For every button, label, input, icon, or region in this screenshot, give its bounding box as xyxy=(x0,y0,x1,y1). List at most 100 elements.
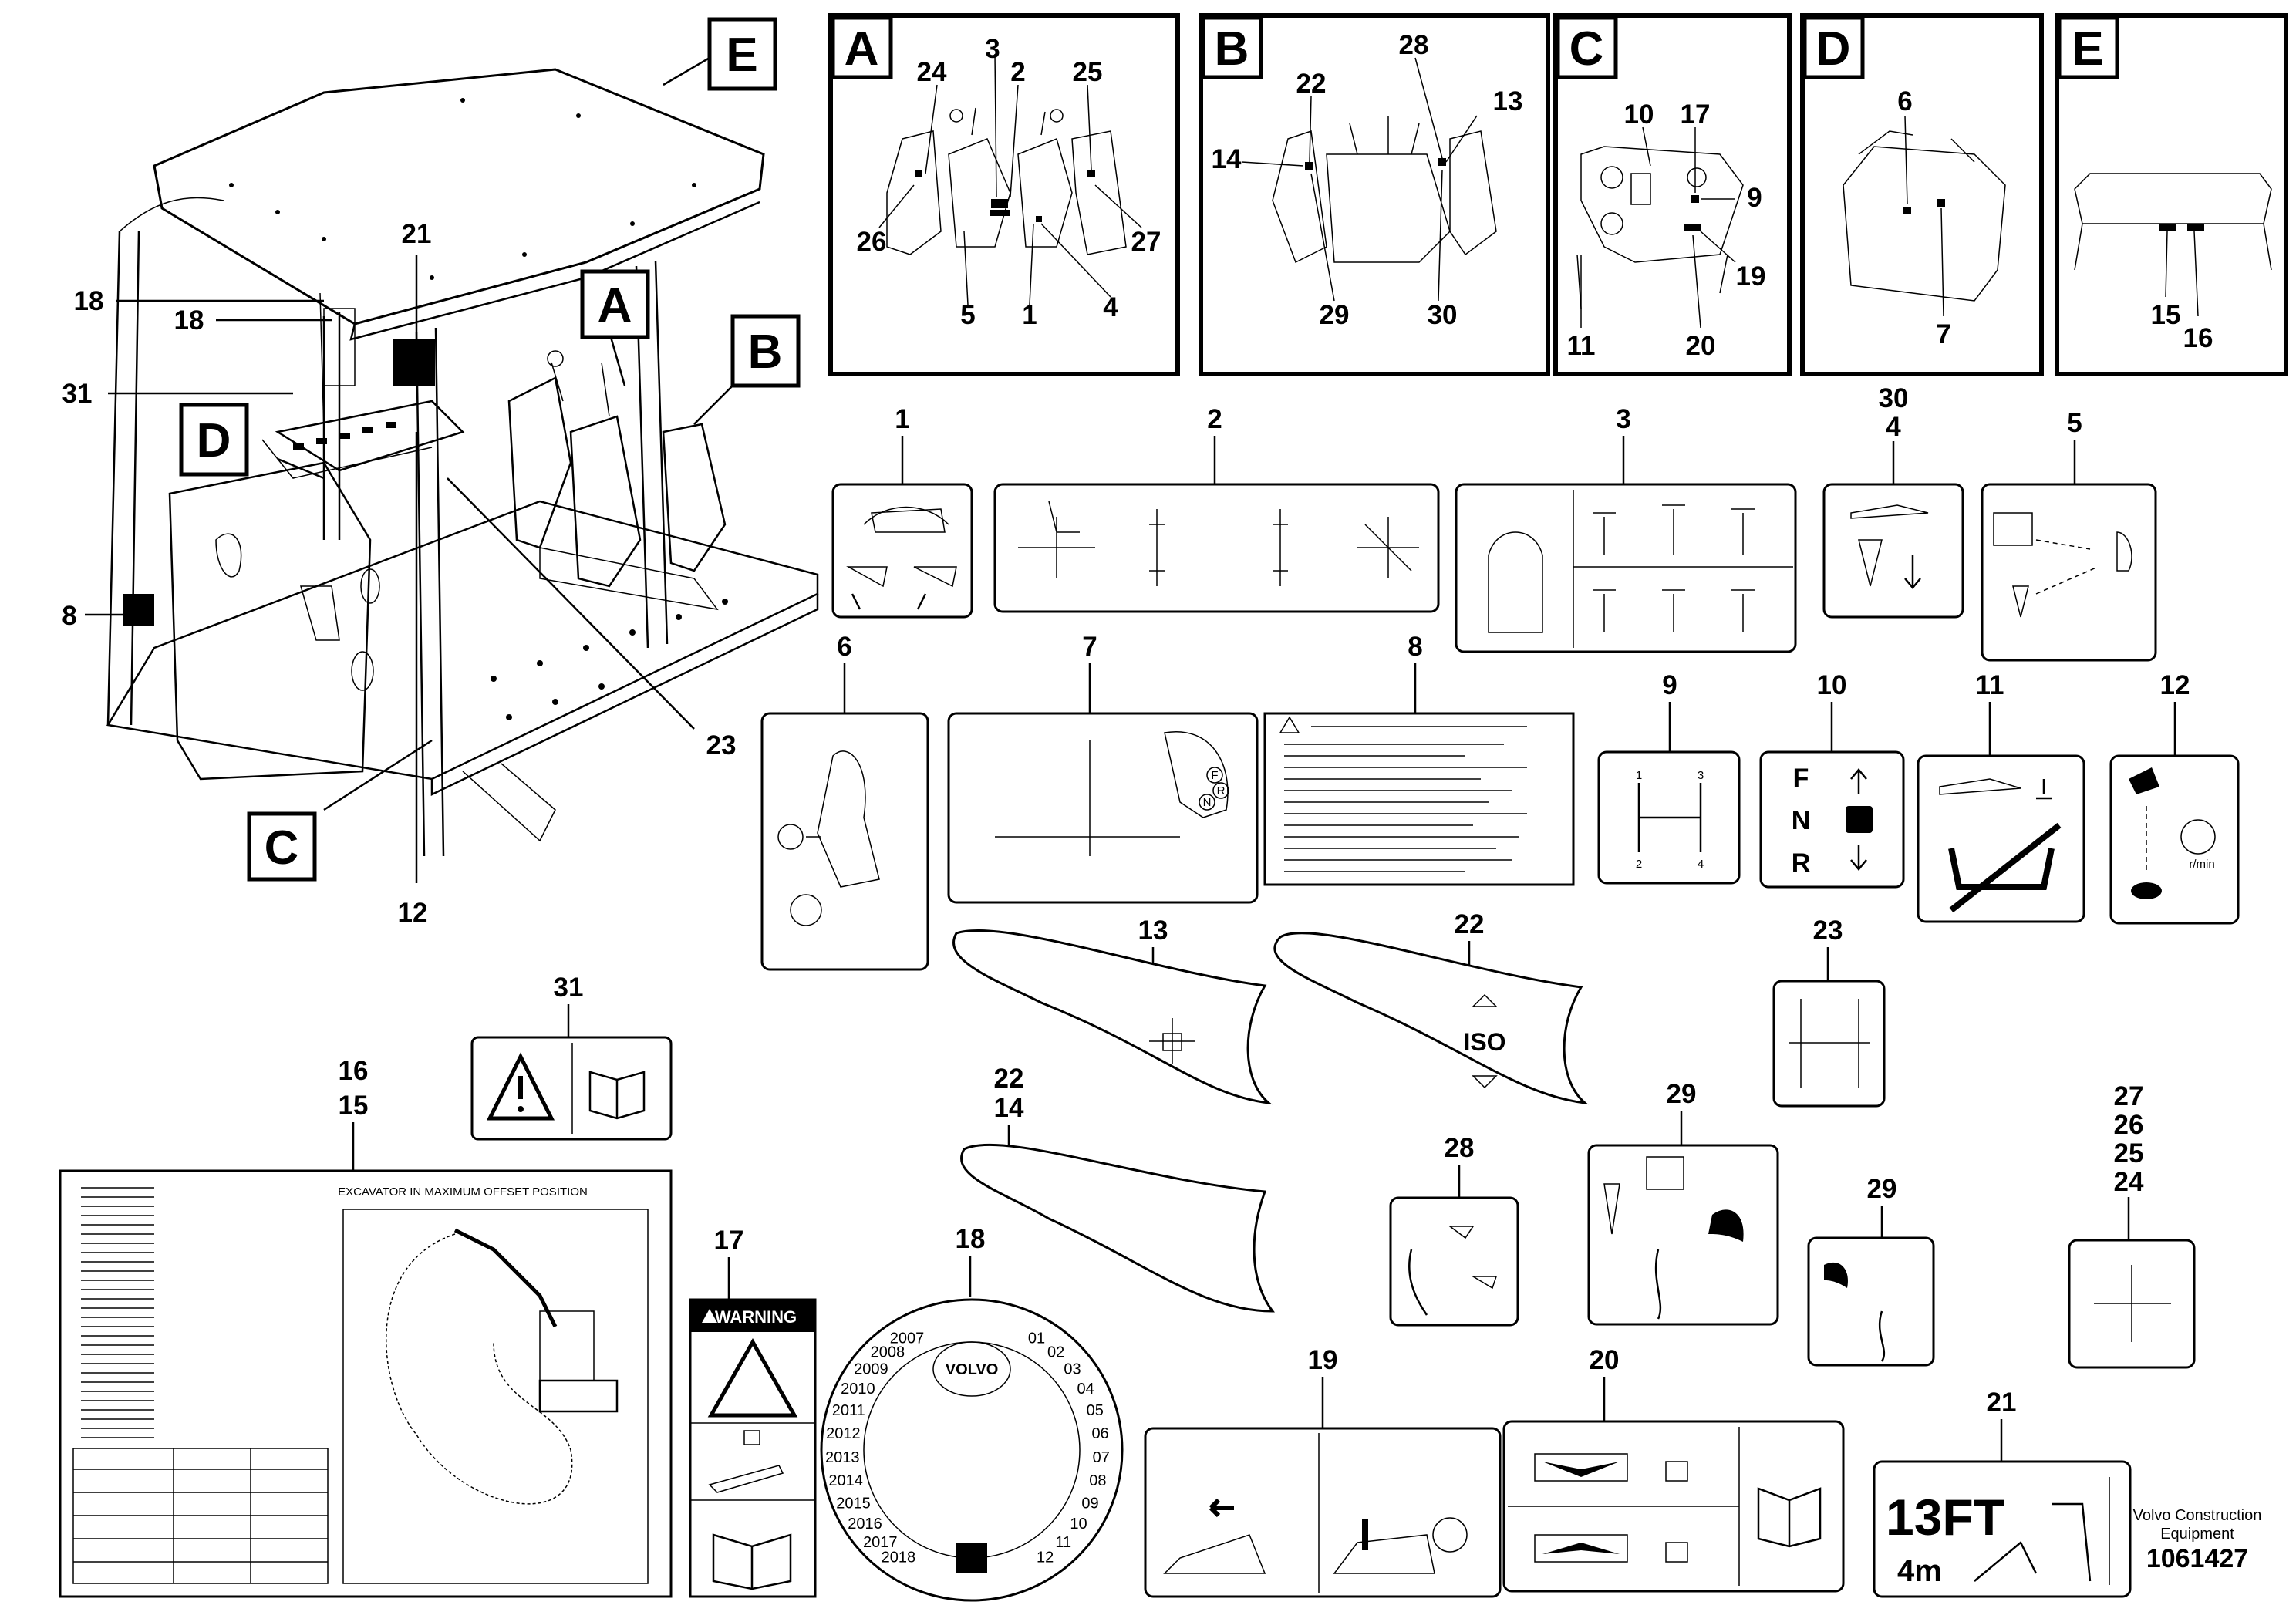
detail-view-d: D 6 7 xyxy=(1800,13,2044,376)
decal-13: 13 xyxy=(952,916,1273,1105)
view-c-callout-10: 10 xyxy=(1624,99,1654,130)
footer-part-number: 1061427 xyxy=(2146,1544,2249,1573)
decal-3: 3 xyxy=(1455,404,1797,653)
decal-3-number: 3 xyxy=(1616,404,1630,434)
decal-15-16: 16 15 EXCAVATOR IN MAXIMUM OFFSET POSITI… xyxy=(59,1056,673,1598)
detail-view-b: B 22 28 13 14 29 30 xyxy=(1199,13,1550,376)
decal-26-number: 26 xyxy=(2114,1110,2144,1140)
decal-13-number: 13 xyxy=(1138,916,1168,946)
view-a-letter: A xyxy=(845,22,879,76)
view-label-c-cab: C xyxy=(265,821,299,875)
decal-14-22-number-a: 22 xyxy=(994,1064,1024,1094)
decal-31-number: 31 xyxy=(554,973,584,1003)
decal-21-number: 21 xyxy=(1987,1388,2017,1418)
decal-18-year-2013: 2013 xyxy=(825,1449,860,1466)
view-c-callout-11: 11 xyxy=(1567,331,1596,361)
cab-callout-31: 31 xyxy=(62,379,93,409)
decal-6: 6 xyxy=(760,632,929,971)
view-b-callout-30: 30 xyxy=(1428,300,1458,330)
decal-18-month-05: 05 xyxy=(1087,1402,1104,1419)
decal-22-number: 22 xyxy=(1455,909,1485,939)
decal-24-number: 24 xyxy=(2114,1167,2144,1197)
decal-9-number: 9 xyxy=(1662,670,1677,700)
cab-callout-18b: 18 xyxy=(174,305,204,336)
decal-2: 2 xyxy=(993,404,1440,613)
decal-18-year-2012: 2012 xyxy=(826,1425,861,1442)
view-b-callout-13: 13 xyxy=(1493,86,1523,116)
view-b-callout-28: 28 xyxy=(1399,30,1429,60)
decal-31: 31 xyxy=(470,973,673,1141)
decal-20: 20 xyxy=(1502,1345,1845,1593)
decal-10: 10 F N R xyxy=(1759,670,1905,889)
decal-23: 23 xyxy=(1772,916,1886,1108)
decal-1: 1 xyxy=(831,404,973,619)
footer-company: Volvo Construction Equipment xyxy=(2132,1507,2262,1543)
decal-30-number: 30 xyxy=(1879,383,1909,413)
decal-18-month-03: 03 xyxy=(1064,1361,1081,1378)
view-b-callout-29: 29 xyxy=(1320,300,1350,330)
decal-18-year-2018: 2018 xyxy=(882,1549,916,1566)
view-a-callout-5: 5 xyxy=(960,300,975,330)
decal-18-year-2015: 2015 xyxy=(836,1495,871,1512)
view-a-callout-24: 24 xyxy=(917,57,947,87)
decal-9-gear-1: 1 xyxy=(1636,769,1642,782)
view-a-callout-27: 27 xyxy=(1131,227,1161,257)
decal-19-number: 19 xyxy=(1308,1345,1338,1375)
view-label-a-cab: A xyxy=(598,279,632,332)
decal-18-month-07: 07 xyxy=(1093,1449,1110,1466)
decal-18-month-11: 11 xyxy=(1055,1534,1071,1551)
view-e-callout-16: 16 xyxy=(2183,323,2213,353)
decal-14-22-blank: 22 14 xyxy=(960,1064,1275,1313)
cab-callout-18a: 18 xyxy=(74,286,104,316)
decal-10-n: N xyxy=(1792,806,1811,835)
decal-29b: 29 xyxy=(1807,1174,1935,1367)
decal-9: 9 1 3 2 4 xyxy=(1597,670,1741,885)
decal-5-number: 5 xyxy=(2067,408,2082,438)
decal-9-gear-3: 3 xyxy=(1698,769,1704,782)
decal-10-r: R xyxy=(1792,848,1811,878)
decal-18-year-2010: 2010 xyxy=(841,1381,875,1398)
decal-18-year-2007: 2007 xyxy=(890,1330,925,1347)
cab-callouts: E 21 18 18 31 A B D 8 23 C 12 xyxy=(62,17,801,928)
decal-18-month-02: 02 xyxy=(1047,1344,1064,1361)
decal-9-gear-2: 2 xyxy=(1636,858,1642,871)
decal-18-year-2011: 2011 xyxy=(832,1402,865,1419)
decal-7-number: 7 xyxy=(1082,632,1097,662)
decal-21-m: 4m xyxy=(1897,1554,1942,1588)
decal-18-year-2014: 2014 xyxy=(828,1472,863,1489)
decal-7-knob-f: F xyxy=(1211,769,1218,782)
decal-15-16-title: EXCAVATOR IN MAXIMUM OFFSET POSITION xyxy=(338,1185,588,1199)
view-c-callout-17: 17 xyxy=(1681,99,1711,130)
view-a-callout-2: 2 xyxy=(1010,57,1025,87)
decal-29a: 29 xyxy=(1587,1079,1779,1326)
view-d-letter: D xyxy=(1816,22,1851,76)
decal-5: 5 xyxy=(1981,408,2157,662)
decal-18-month-06: 06 xyxy=(1091,1425,1108,1442)
view-a-callout-26: 26 xyxy=(857,227,887,257)
decal-12: 12 r/min xyxy=(2109,670,2240,925)
decal-8: 8 xyxy=(1263,632,1575,886)
cab-callout-8: 8 xyxy=(62,601,76,631)
decal-11-number: 11 xyxy=(1976,670,2004,700)
decal-9-gear-4: 4 xyxy=(1698,858,1704,871)
decal-15-number: 15 xyxy=(339,1091,369,1121)
decal-25-number: 25 xyxy=(2114,1138,2144,1168)
decal-18-date-wheel: 18 VOLVO 2007200820092010201120122013201… xyxy=(820,1224,1124,1602)
decal-18-month-10: 10 xyxy=(1070,1516,1087,1533)
view-c-callout-20: 20 xyxy=(1686,331,1716,361)
view-a-callout-3: 3 xyxy=(985,34,1000,64)
decal-18-year-2017: 2017 xyxy=(863,1534,898,1551)
decal-20-number: 20 xyxy=(1590,1345,1620,1375)
decal-10-f: F xyxy=(1793,764,1809,793)
decal-8-number: 8 xyxy=(1408,632,1422,662)
cab-illustration xyxy=(106,68,819,857)
view-d-callout-6: 6 xyxy=(1897,86,1912,116)
decal-22-iso: 22 ISO xyxy=(1273,909,1589,1105)
decal-10-number: 10 xyxy=(1817,670,1847,700)
decal-12-rpm: r/min xyxy=(2189,858,2214,871)
decal-22-iso-text: ISO xyxy=(1463,1028,1505,1056)
detail-view-e: E 15 16 xyxy=(2055,13,2288,376)
decal-18-year-2009: 2009 xyxy=(854,1361,888,1378)
